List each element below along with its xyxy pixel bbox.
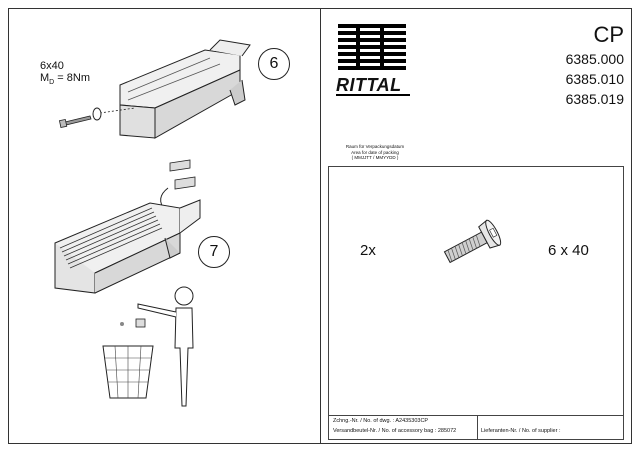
product-code: CP — [593, 22, 624, 47]
part-number-2: 6385.010 — [565, 71, 624, 87]
packing-date-label: Raum für Verpackungsdatum Area for date … — [345, 144, 405, 160]
accessory-bag-number: Versandbeutel-Nr. / No. of accessory bag… — [333, 428, 457, 434]
part-quantity: 2x — [360, 242, 376, 259]
rittal-logo-bars — [338, 24, 406, 70]
accessory-part-box — [328, 166, 624, 416]
step7-number: 7 — [198, 236, 230, 268]
step6-number: 6 — [258, 48, 290, 80]
part-number-3: 6385.019 — [565, 91, 624, 107]
part-number-1: 6385.000 — [565, 51, 624, 67]
torque-spec: MD = 8Nm — [40, 72, 91, 87]
brand-wordmark: RITTAL — [336, 76, 410, 96]
step7-illustration — [54, 159, 201, 294]
page-divider — [320, 8, 321, 444]
screw-icon — [443, 219, 502, 264]
screw-spec-label: 6x40 MD = 8Nm — [40, 60, 90, 89]
supplier-number: Lieferanten-Nr. / No. of supplier : — [481, 428, 561, 434]
step6-illustration — [58, 39, 251, 139]
title-block: Zchng.-Nr. / No. of dwg. : A2435303CP Ve… — [328, 416, 624, 440]
footer-divider — [477, 416, 478, 439]
drawing-number: Zchng.-Nr. / No. of dwg. : A2435303CP — [333, 418, 429, 424]
disposal-illustration — [102, 286, 194, 407]
part-dimension: 6 x 40 — [548, 242, 589, 259]
screw-size: 6x40 — [40, 60, 64, 72]
